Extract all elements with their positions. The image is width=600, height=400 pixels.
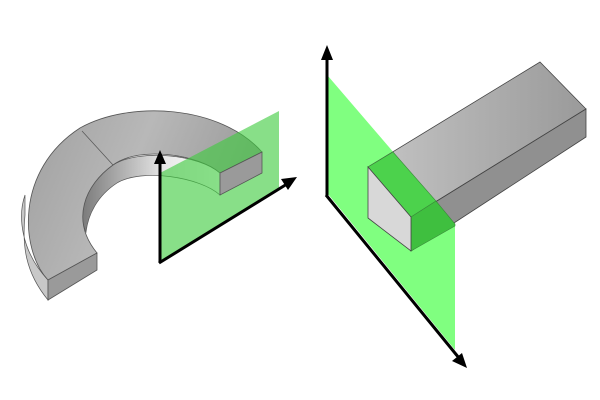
ring-block-front-face xyxy=(219,151,263,196)
axis-horizontal-left xyxy=(158,177,297,265)
axis-vertical-left xyxy=(154,150,166,263)
ring-outer-wall xyxy=(21,194,49,301)
arrowhead-icon xyxy=(281,177,297,190)
bar-figure xyxy=(321,45,587,368)
ring-end-face xyxy=(47,252,98,301)
bar-front-face xyxy=(367,165,412,252)
arrowhead-icon xyxy=(154,150,166,164)
arrowhead-icon xyxy=(452,353,467,368)
axis-vertical-right xyxy=(321,45,333,196)
arrowhead-icon xyxy=(321,45,333,60)
ring-seam-line xyxy=(81,130,114,166)
axis-diagonal-right xyxy=(324,194,467,368)
section-plane-left xyxy=(160,111,279,262)
ring-figure xyxy=(21,110,297,301)
